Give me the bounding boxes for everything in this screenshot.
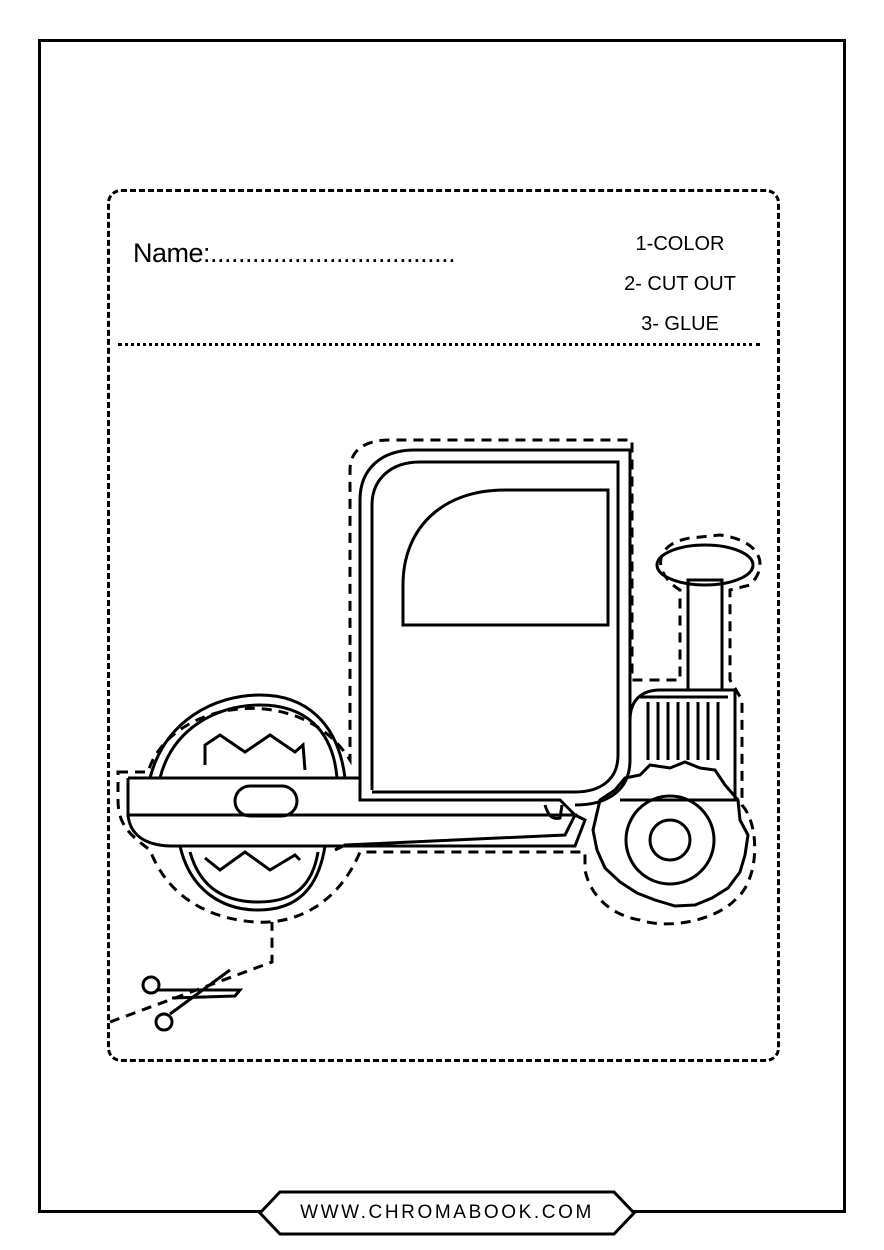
engine-grille: [640, 695, 728, 760]
road-roller-icon: [126, 448, 755, 912]
footer-banner: WWW.CHROMABOOK.COM: [258, 1190, 636, 1236]
scissors-icon: [141, 968, 244, 1032]
footer-website-link[interactable]: WWW.CHROMABOOK.COM: [300, 1202, 594, 1223]
cut-line: [116, 438, 762, 926]
scissors-cut-line: [109, 922, 274, 1024]
step-glue: 3- GLUE: [641, 313, 719, 335]
footer-badge-shape: [258, 1190, 636, 1236]
cutout-card: [107, 189, 780, 1062]
instructions-list: 1-COLOR 2- CUT OUT 3- GLUE: [600, 224, 760, 344]
step-color: 1-COLOR: [635, 233, 725, 255]
step-cut-out: 2- CUT OUT: [624, 273, 736, 295]
header-divider: [118, 343, 760, 346]
name-field-label: Name:...................................: [133, 238, 456, 268]
